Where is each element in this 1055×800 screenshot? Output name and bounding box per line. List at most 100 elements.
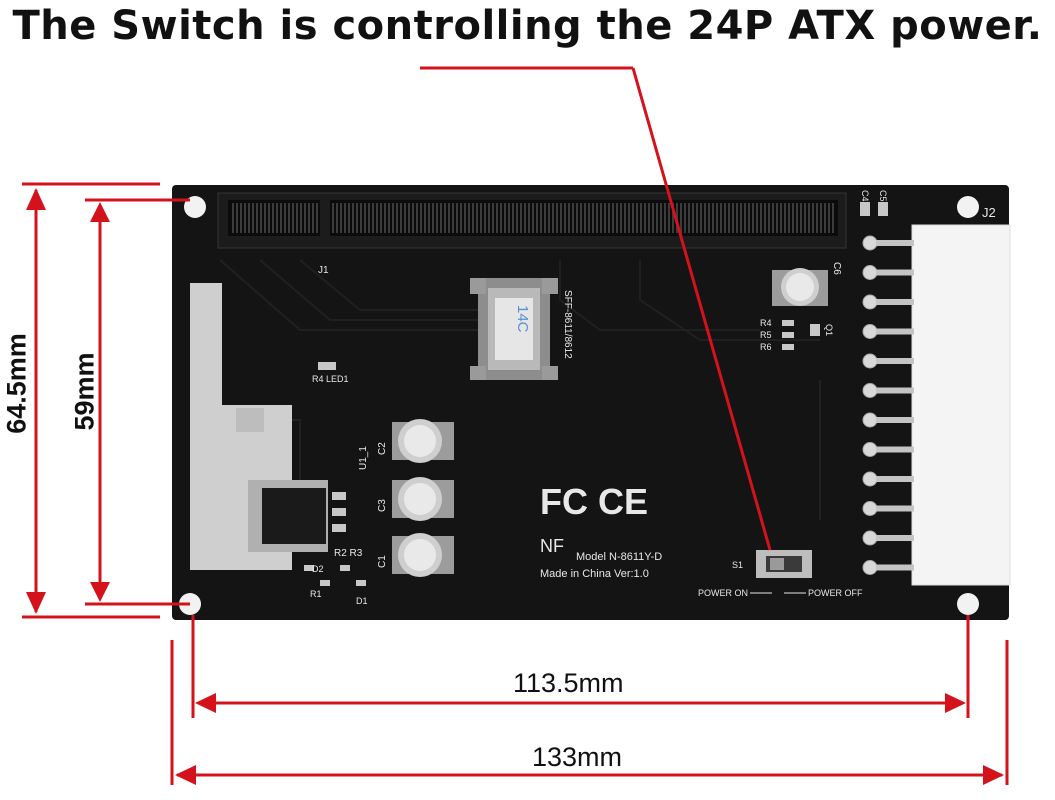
slot-pin: [612, 203, 614, 233]
slot-pin: [756, 203, 758, 233]
connector-name-label: SFF-8611/8612: [562, 290, 573, 359]
chip-marking: 14C: [514, 305, 531, 333]
c4-label: C4: [860, 190, 870, 202]
slot-pin: [448, 203, 450, 233]
logos: FC CE: [540, 481, 648, 522]
power-off-label: POWER OFF: [808, 588, 863, 598]
atx-pin-pad: [862, 471, 878, 487]
slot-pin: [532, 203, 534, 233]
slot-pin: [484, 203, 486, 233]
slot-pin: [588, 203, 590, 233]
slot-pin: [664, 203, 666, 233]
slot-pin: [624, 203, 626, 233]
slot-pin: [264, 203, 266, 233]
atx-pin-lead: [876, 299, 914, 305]
atx-pin-lead: [876, 358, 914, 364]
atx-pin-pad: [862, 412, 878, 428]
slot-pin: [752, 203, 754, 233]
slot-pin: [304, 203, 306, 233]
slot-pin: [708, 203, 710, 233]
slot-pin: [244, 203, 246, 233]
atx-pin-pad: [862, 353, 878, 369]
atx-pin-pad: [862, 442, 878, 457]
slot-pin: [512, 203, 514, 233]
slot-pin: [364, 203, 366, 233]
slot-pin: [576, 203, 578, 233]
slot-pin: [792, 203, 794, 233]
slot-pin: [464, 203, 466, 233]
led-label: R4 LED1: [312, 374, 349, 384]
d2-label: D2: [312, 564, 324, 574]
slot-pin: [336, 203, 338, 233]
slot-pin: [476, 203, 478, 233]
slot-pin: [632, 203, 634, 233]
slot-pin: [252, 203, 254, 233]
slot-pin: [540, 203, 542, 233]
atx-pin-lead: [876, 535, 914, 541]
slot-pin: [296, 203, 298, 233]
slot-pin: [288, 203, 290, 233]
slot-pin: [696, 203, 698, 233]
annotation-arrowheads: [26, 188, 1004, 785]
atx-pin-lead: [876, 328, 914, 335]
slot-pin: [240, 203, 242, 233]
slot-pin: [552, 203, 554, 233]
slot-pin: [584, 203, 586, 233]
slot-pin: [768, 203, 770, 233]
c3-label: C3: [377, 499, 388, 512]
atx-pin-lead: [876, 476, 914, 482]
slot-pin: [684, 203, 686, 233]
slot-pin: [644, 203, 646, 233]
inner-width-label: 113.5mm: [513, 668, 624, 698]
slot-pin: [596, 203, 598, 233]
slot-pin: [420, 203, 422, 233]
slot-pin: [344, 203, 346, 233]
d1-label: D1: [356, 596, 368, 606]
slot-pin: [556, 203, 558, 233]
slot-pin: [536, 203, 538, 233]
slot-pin: [828, 203, 830, 233]
slot-pin: [824, 203, 826, 233]
slot-pin: [412, 203, 414, 233]
slot-pin: [496, 203, 498, 233]
slot-pin: [608, 203, 610, 233]
outer-height-label: 64.5mm: [1, 333, 32, 434]
slot-pin: [604, 203, 606, 233]
slot-pin: [360, 203, 362, 233]
made-in-label: Made in China Ver:1.0: [540, 568, 649, 580]
slot-pin: [396, 203, 398, 233]
slot-pin: [600, 203, 602, 233]
r1-label: R1: [310, 589, 322, 599]
slot-pin: [492, 203, 494, 233]
slot-pin: [352, 203, 354, 233]
slot-pin: [280, 203, 282, 233]
slot-pin: [480, 203, 482, 233]
u1-label: U1_1: [358, 446, 369, 470]
atx-pin-lead: [876, 240, 914, 246]
slot-pin: [776, 203, 778, 233]
pcie-slot-j1: [217, 192, 847, 249]
slot-pin: [292, 203, 294, 233]
slot-pin: [404, 203, 406, 233]
slot-pin: [804, 203, 806, 233]
slot-pin: [672, 203, 674, 233]
slot-pin: [688, 203, 690, 233]
atx-24p-connector-j2: [862, 224, 1011, 586]
slot-pin: [376, 203, 378, 233]
atx-pin-pad: [862, 294, 878, 310]
slot-pin: [764, 203, 766, 233]
capacitor-c2: [392, 419, 454, 463]
slot-pin: [616, 203, 618, 233]
j2-label: J2: [982, 205, 996, 220]
slot-pin: [340, 203, 342, 233]
r5-label: R5: [760, 330, 772, 340]
c6-label: C6: [831, 262, 842, 275]
atx-pin-pad: [862, 501, 878, 516]
slot-pin: [316, 203, 318, 233]
slot-pin: [500, 203, 502, 233]
atx-pin-pad: [862, 530, 878, 546]
headline: The Switch is controlling the 24P ATX po…: [12, 3, 1043, 49]
slot-pin: [516, 203, 518, 233]
slot-pin: [800, 203, 802, 233]
slot-pin: [392, 203, 394, 233]
